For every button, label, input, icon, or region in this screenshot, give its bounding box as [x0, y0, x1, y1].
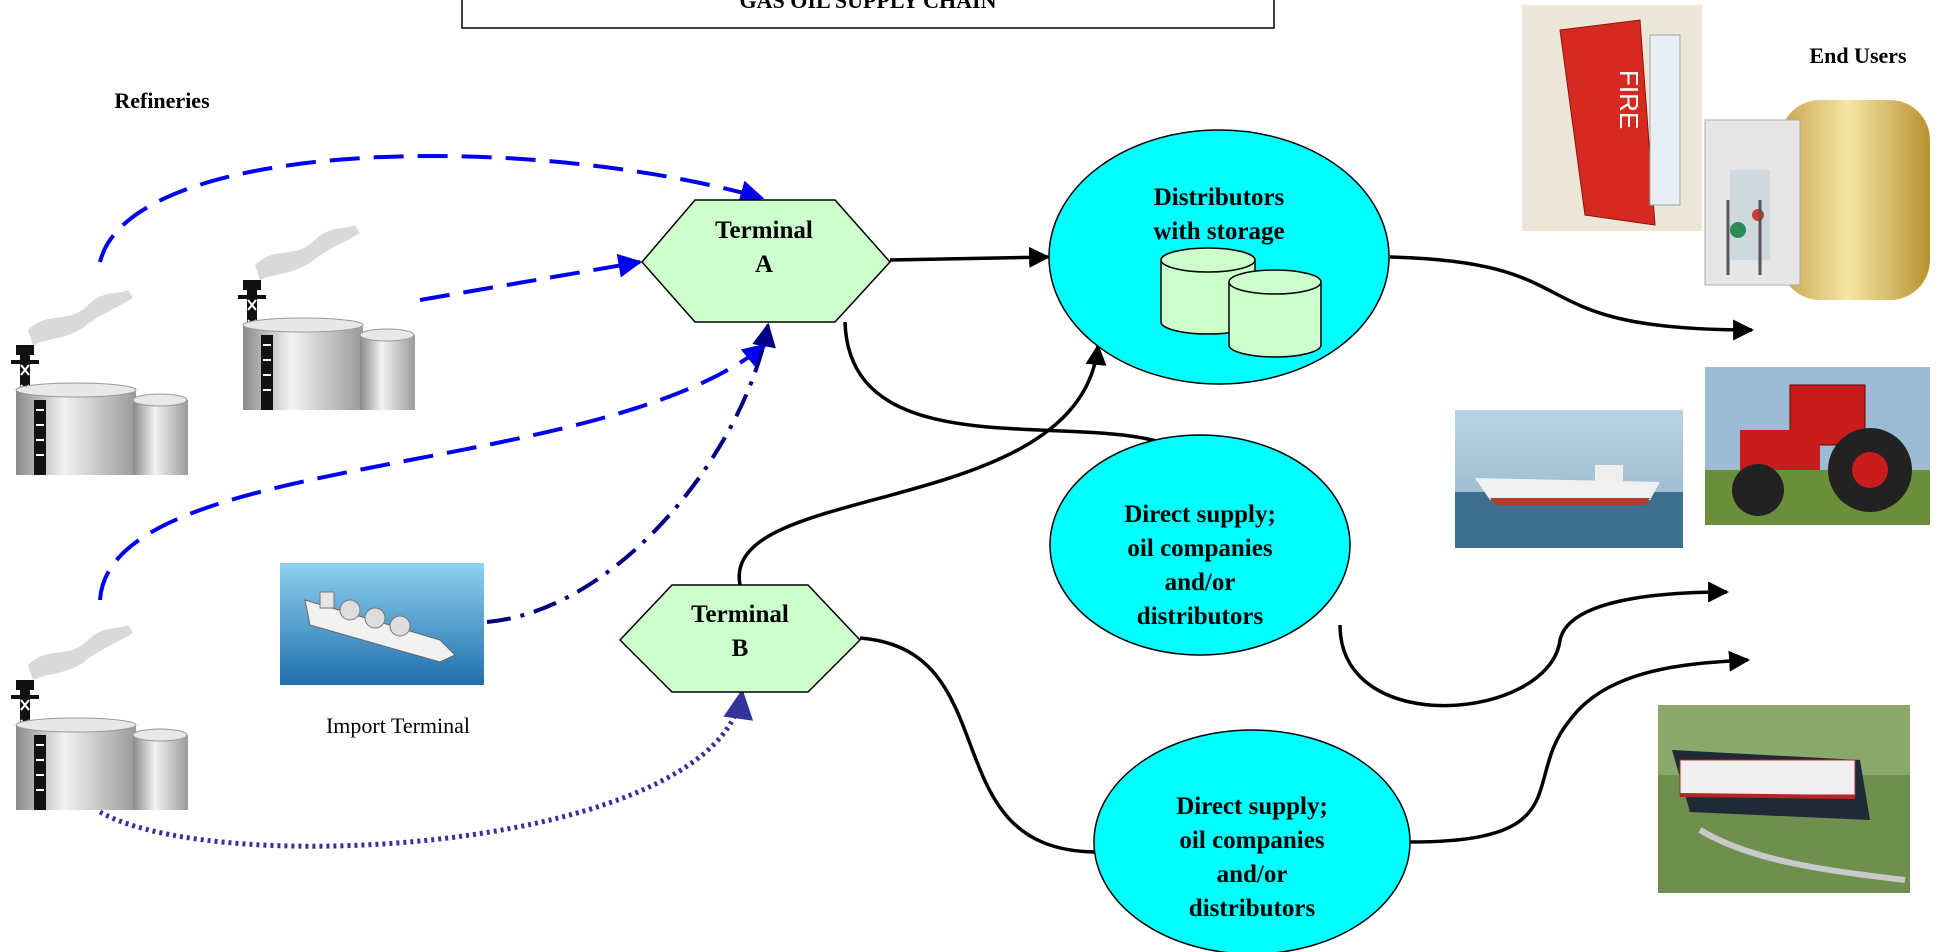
import-terminal-label: Import Terminal [326, 713, 470, 738]
fire-alarm-image: FIRE [1522, 5, 1702, 231]
title-box [461, 0, 1275, 29]
direct-supply-label: distributors [1189, 895, 1316, 922]
flow-terminal-b-to-distributors [737, 343, 1107, 586]
refinery-icon [237, 224, 416, 411]
ship-image [1455, 410, 1683, 548]
terminal-a-label: Terminal [715, 217, 813, 244]
import-tanker-image [280, 563, 484, 685]
flow-terminal-a-to-distributors [889, 246, 1051, 268]
flow-distributors-to-end-users [1389, 255, 1755, 341]
flow-direct-supply-to-end-users [1409, 650, 1751, 844]
direct-supply-label: and/or [1165, 569, 1236, 596]
flow-refinery-to-terminal-a [98, 154, 765, 263]
terminal-a-label: A [755, 251, 773, 278]
end-users-label: End Users [1809, 43, 1907, 68]
direct-supply-label: Direct supply; [1176, 793, 1328, 820]
flow-direct-supply-to-end-users [1338, 581, 1730, 708]
direct-supply-node [1049, 434, 1351, 656]
tractor-image [1705, 367, 1930, 525]
flow-import-to-terminal-a [486, 322, 776, 624]
storage-tank-icon [1228, 269, 1322, 358]
direct-supply-label: oil companies [1127, 535, 1272, 562]
terminal-a-node [641, 199, 892, 323]
refinery-icon [10, 624, 189, 811]
diagram-title: GAS OIL SUPPLY CHAIN [740, 0, 997, 13]
terminal-b-label: B [732, 635, 749, 662]
refinery-icon [10, 289, 189, 476]
direct-supply-label: distributors [1137, 603, 1264, 630]
distributors-label: Distributors [1154, 184, 1285, 211]
distributors-label: with storage [1153, 218, 1284, 245]
fire-sign-text: FIRE [1614, 70, 1644, 129]
boiler-image [1704, 100, 1930, 300]
direct-supply-label: and/or [1217, 861, 1288, 888]
canal-boat-image [1658, 705, 1910, 893]
terminal-b-node [618, 584, 862, 693]
direct-supply-label: Direct supply; [1124, 501, 1276, 528]
flow-terminal-a-to-direct-supply [843, 321, 1191, 457]
flow-refinery-to-terminal-a [98, 343, 767, 601]
flow-terminal-b-to-direct-supply [859, 636, 1096, 854]
terminal-b-label: Terminal [691, 601, 789, 628]
refineries-label: Refineries [114, 88, 210, 113]
flow-refinery-to-terminal-a [419, 253, 643, 302]
direct-supply-label: oil companies [1179, 827, 1324, 854]
direct-supply-node [1093, 729, 1411, 952]
